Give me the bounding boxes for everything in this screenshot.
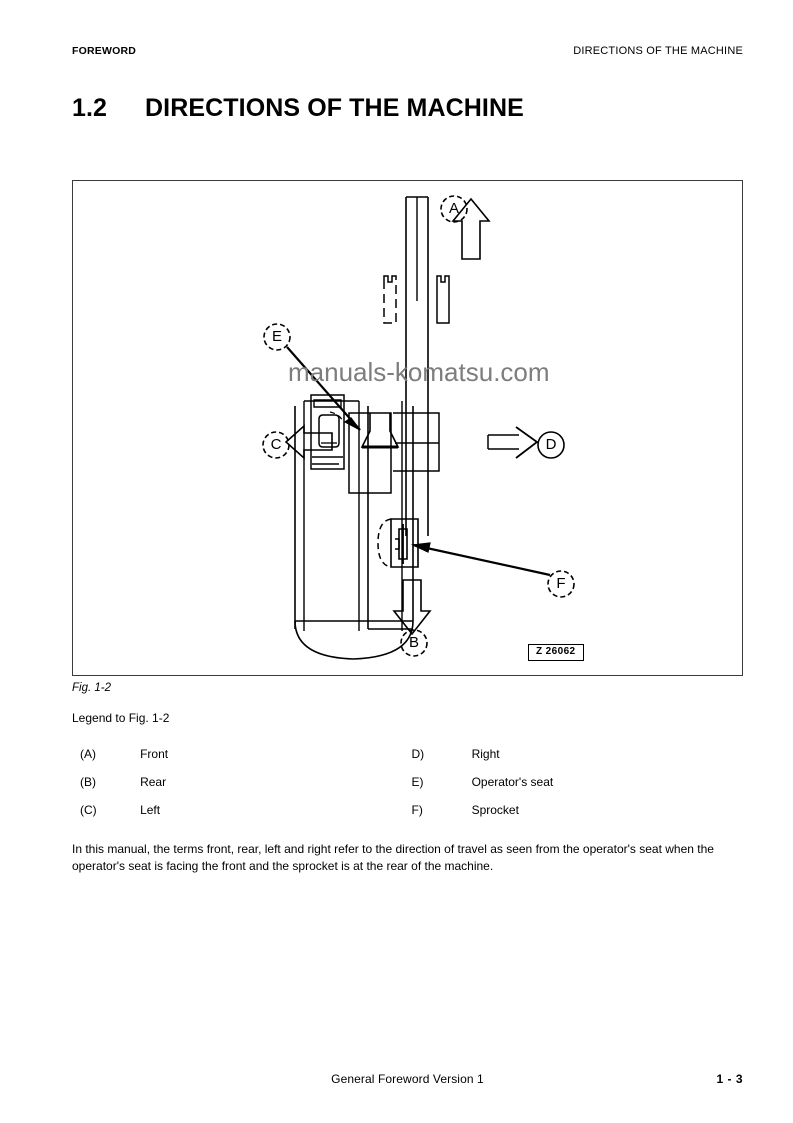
figure-frame: A B C D E F manuals-komatsu.com Z 26062 bbox=[72, 180, 743, 676]
page-header: FOREWORD DIRECTIONS OF THE MACHINE bbox=[72, 45, 743, 57]
section-title-text: DIRECTIONS OF THE MACHINE bbox=[145, 94, 524, 122]
callout-label-d: D bbox=[545, 436, 557, 453]
figure-caption: Fig. 1-2 bbox=[72, 682, 111, 694]
legend-key-left: (B) bbox=[80, 775, 96, 790]
legend-value-left: Left bbox=[140, 803, 161, 818]
footer-document-title: General Foreword Version 1 bbox=[331, 1072, 484, 1086]
legend-value-right: Sprocket bbox=[471, 803, 519, 818]
body-paragraph: In this manual, the terms front, rear, l… bbox=[72, 842, 714, 874]
machine-top-view-drawing bbox=[262, 195, 575, 660]
legend-key-left: (C) bbox=[80, 803, 97, 818]
callout-label-a: A bbox=[448, 200, 459, 217]
page-number: 1 - 3 bbox=[716, 1072, 743, 1086]
callout-label-f: F bbox=[556, 575, 566, 592]
legend-value-left: Front bbox=[140, 747, 169, 761]
legend-key-right: E) bbox=[411, 775, 424, 790]
legend-key-left: (A) bbox=[80, 747, 96, 761]
legend-value-right: Operator's seat bbox=[471, 775, 554, 790]
legend-value-left: Rear bbox=[140, 775, 167, 790]
callout-label-e: E bbox=[271, 328, 282, 345]
callout-label-c: C bbox=[270, 436, 282, 453]
table-row: (A) Front D) Right bbox=[80, 747, 743, 776]
legend-title: Legend to Fig. 1-2 bbox=[72, 711, 170, 725]
figure-code-box: Z 26062 bbox=[528, 644, 584, 661]
section-number: 1.2 bbox=[72, 94, 108, 122]
legend-key-right: F) bbox=[411, 803, 423, 818]
callout-label-b: B bbox=[408, 634, 419, 651]
header-chapter-label: DIRECTIONS OF THE MACHINE bbox=[573, 45, 743, 57]
table-row: (B) Rear E) Operator's seat bbox=[80, 776, 743, 804]
page-title: 1.2 DIRECTIONS OF THE MACHINE bbox=[72, 94, 524, 123]
legend-value-right: Right bbox=[471, 747, 500, 761]
watermark-text: manuals-komatsu.com bbox=[288, 357, 550, 387]
legend-key-right: D) bbox=[411, 747, 425, 761]
legend-table: (A) Front D) Right (B) Rear E) Operator'… bbox=[80, 747, 743, 833]
table-row: (C) Left F) Sprocket bbox=[80, 804, 743, 832]
legend-body: (A) Front D) Right (B) Rear E) Operator'… bbox=[80, 747, 743, 833]
header-section-label: FOREWORD bbox=[72, 45, 137, 57]
figure-illustration: A B C D E F manuals-komatsu.com Z 26062 bbox=[73, 181, 742, 675]
